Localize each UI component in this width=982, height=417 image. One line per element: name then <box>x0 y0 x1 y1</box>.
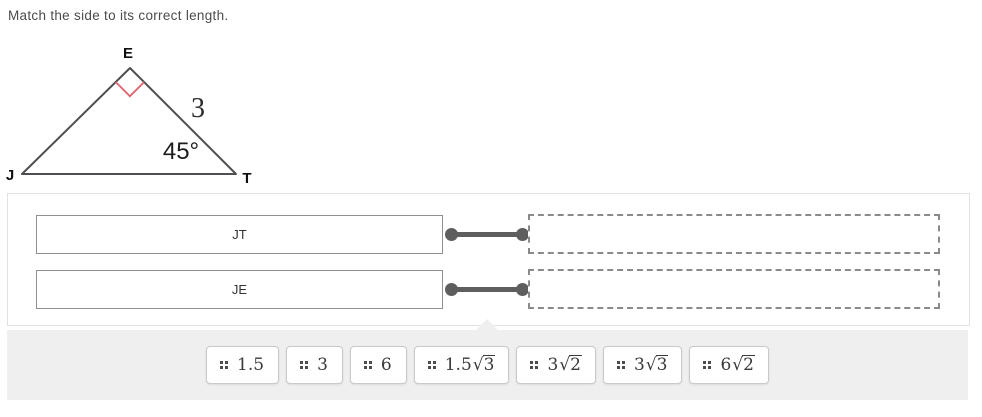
chip-label: 3√2 <box>547 354 582 376</box>
connector-dot-right <box>516 228 529 241</box>
right-angle-marker-icon <box>115 81 145 98</box>
chip-coefficient: 3 <box>633 354 645 375</box>
chip-coefficient: 6 <box>720 354 732 375</box>
drag-handle-icon <box>427 361 436 369</box>
triangle-outline <box>21 67 237 175</box>
chip-label: 3√3 <box>633 354 669 376</box>
chip-label: 6 <box>381 355 393 375</box>
drag-handle-icon <box>363 361 372 369</box>
chip-radicand: 3 <box>482 354 496 375</box>
chip-coefficient: 1.5 <box>444 354 472 375</box>
chip-coefficient: 1.5 <box>237 355 265 375</box>
side-length-label: 3 <box>191 93 205 124</box>
connector-dot-right <box>516 283 529 296</box>
vertex-j-label: J <box>6 167 14 184</box>
vertex-e-label: E <box>123 45 133 62</box>
chip-label: 6√2 <box>720 354 755 376</box>
chip-label: 1.5 <box>237 355 265 375</box>
chip-radicand: 2 <box>569 354 582 375</box>
chip-radicand: 2 <box>742 354 755 375</box>
answer-chip-7[interactable]: 6√2 <box>689 346 769 384</box>
drag-handle-icon <box>220 361 229 369</box>
chip-label: 1.5√3 <box>444 354 496 376</box>
answer-chip-2[interactable]: 3 <box>286 346 343 384</box>
match-drop-zone-je[interactable] <box>528 269 940 309</box>
drag-handle-icon <box>300 361 309 369</box>
chip-sqrt-symbol: √ <box>732 354 744 375</box>
match-drop-zone-jt[interactable] <box>528 214 940 254</box>
answer-chip-5[interactable]: 3√2 <box>516 346 596 384</box>
match-source-label: JE <box>231 282 248 297</box>
angle-45-label: 45° <box>163 138 199 165</box>
answer-chips-row: 1.5 3 6 1.5√3 3√2 3√3 <box>206 346 769 384</box>
match-source-box-je: JE <box>36 270 443 309</box>
match-source-box-jt: JT <box>36 215 443 254</box>
match-source-label: JT <box>232 227 247 242</box>
chip-sqrt-symbol: √ <box>472 354 484 375</box>
answer-chip-3[interactable]: 6 <box>349 346 407 384</box>
tray-notch <box>476 319 498 330</box>
drag-handle-icon <box>530 361 539 369</box>
chip-sqrt-symbol: √ <box>645 354 657 375</box>
connector-line <box>448 287 526 292</box>
triangle-diagram: E J T 3 45° <box>6 45 252 187</box>
answer-chip-4[interactable]: 1.5√3 <box>413 346 510 384</box>
vertex-t-label: T <box>242 170 251 187</box>
answer-tray: 1.5 3 6 1.5√3 3√2 3√3 <box>7 330 968 400</box>
drag-handle-icon <box>703 361 712 369</box>
chip-radicand: 3 <box>655 354 669 375</box>
drag-handle-icon <box>616 361 625 369</box>
chip-sqrt-symbol: √ <box>559 354 571 375</box>
connector-line <box>448 232 526 237</box>
question-prompt: Match the side to its correct length. <box>8 8 229 23</box>
chip-label: 3 <box>317 355 329 375</box>
chip-coefficient: 6 <box>380 355 392 375</box>
answer-chip-6[interactable]: 3√3 <box>602 346 683 384</box>
chip-coefficient: 3 <box>547 354 559 375</box>
chip-coefficient: 3 <box>317 355 328 375</box>
answer-chip-1[interactable]: 1.5 <box>206 346 280 384</box>
